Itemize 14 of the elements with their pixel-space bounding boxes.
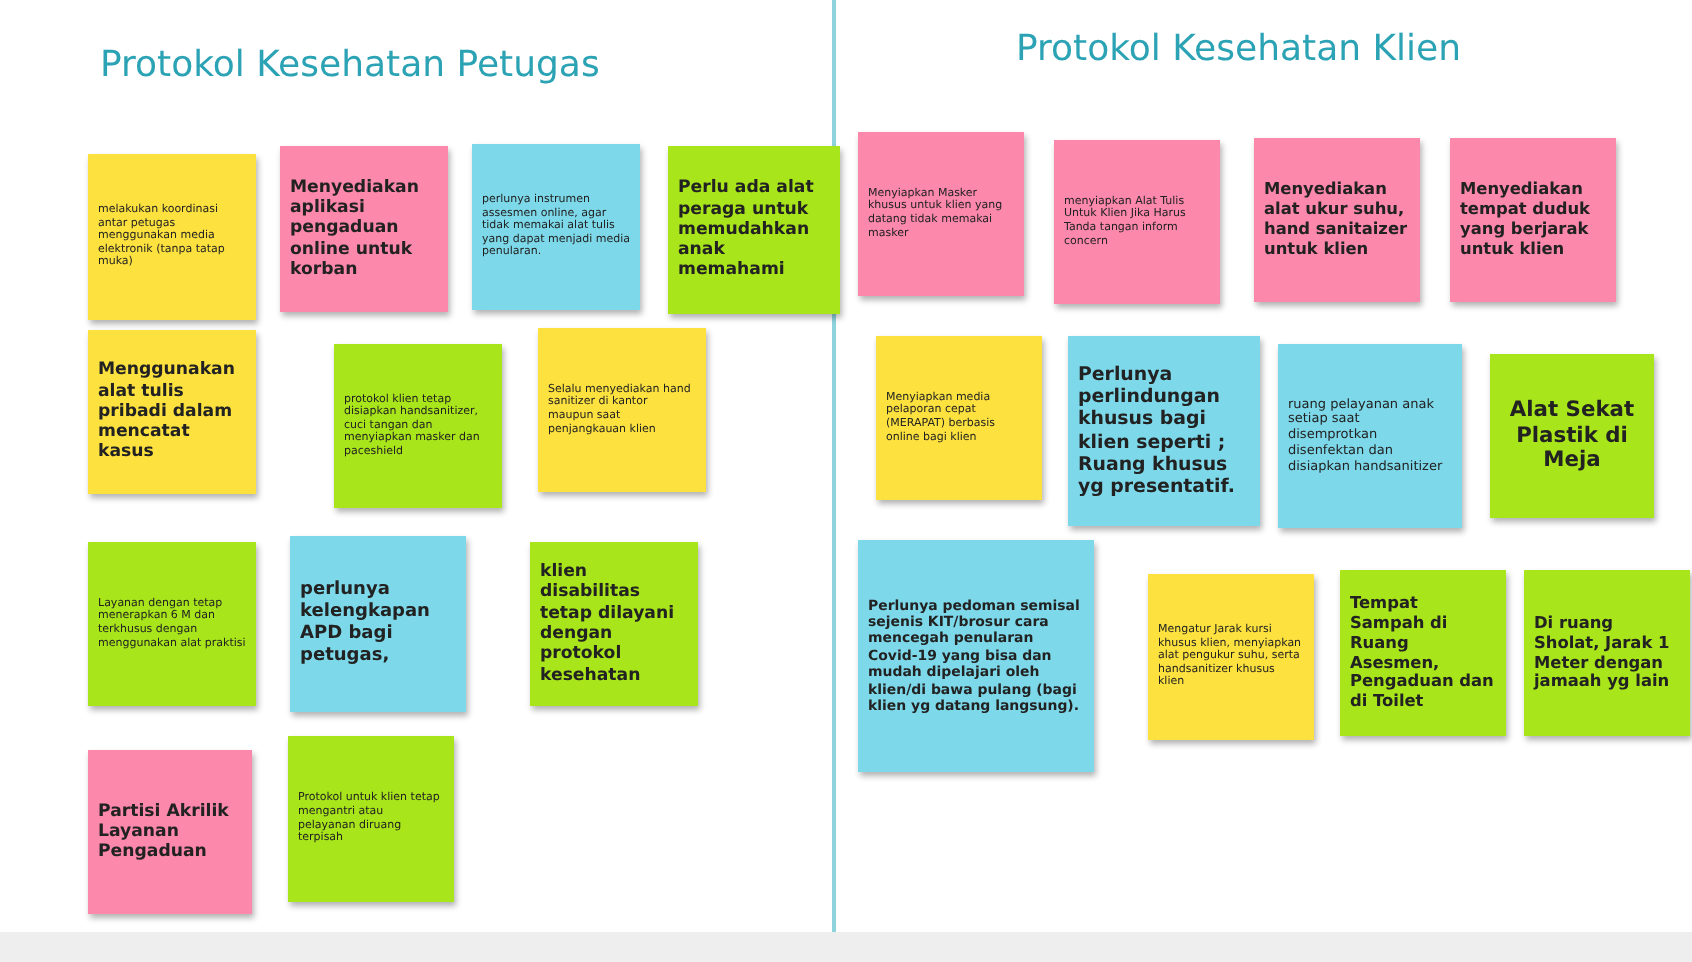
sticky-note: Perlu ada alat peraga untuk memudahkan anak memahami [668, 146, 840, 314]
column-heading: Protokol Kesehatan Klien [1016, 28, 1462, 70]
sticky-note: Menggunakan alat tulis pribadi dalam mencatat kasus [88, 330, 256, 494]
sticky-note: Tempat Sampah di Ruang Asesmen, Pengaduan dan di Toilet [1340, 570, 1506, 736]
sticky-note: klien disabilitas tetap dilayani dengan protokol kesehatan [530, 542, 698, 706]
column-heading: Protokol Kesehatan Petugas [100, 44, 600, 86]
sticky-note: Perlunya perlindungan khusus bagi klien seperti ; Ruang khusus yg presentatif. [1068, 336, 1260, 526]
sticky-note: Menyediakan tempat duduk yang berjarak untuk klien [1450, 138, 1616, 302]
sticky-note: perlunya kelengkapan APD bagi petugas, [290, 536, 466, 712]
sticky-note: Menyediakan aplikasi pengaduan online untuk korban [280, 146, 448, 312]
sticky-note: Alat Sekat Plastik di Meja [1490, 354, 1654, 518]
sticky-note: Menyediakan alat ukur suhu, hand sanitaizer untuk klien [1254, 138, 1420, 302]
sticky-note: Partisi Akrilik Layanan Pengaduan [88, 750, 252, 914]
sticky-note: Di ruang Sholat, Jarak 1 Meter dengan jamaah yg lain [1524, 570, 1690, 736]
